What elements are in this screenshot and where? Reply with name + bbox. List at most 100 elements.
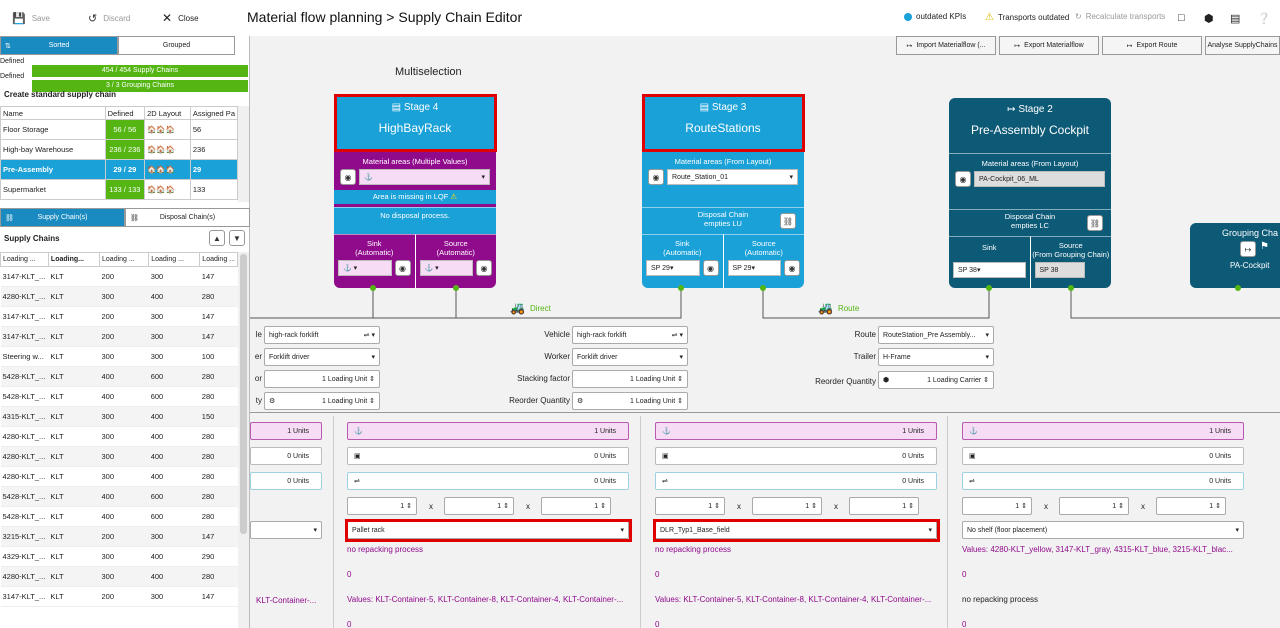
chain-icon[interactable]: ⛓	[1087, 215, 1103, 231]
transports-outdated-indicator[interactable]: ⚠Transports outdated	[985, 12, 1070, 23]
vehicle-select[interactable]: high-rack forklift⇌ ▾	[572, 326, 688, 344]
discard-button[interactable]: ↺Discard	[88, 12, 131, 25]
enter-icon[interactable]: ↦	[1240, 241, 1256, 257]
quantity-input[interactable]: 1 ⇕	[849, 497, 919, 515]
units-input[interactable]: ⚓1 Units	[347, 422, 629, 440]
units-input[interactable]: ⇌0 Units	[347, 472, 629, 490]
target-icon[interactable]: ◉	[784, 260, 800, 276]
source-select[interactable]: ⚓ ▾	[419, 260, 473, 276]
worker-select[interactable]: Forklift driver▾	[264, 348, 380, 366]
quantity-input[interactable]: 1 ⇕	[444, 497, 514, 515]
grouping-chain-card[interactable]: Grouping Cha ↦⚑ PA-Cockpit	[1190, 223, 1280, 288]
outdated-kpis-indicator[interactable]: outdated KPIs	[904, 12, 966, 21]
import-materialflow-button[interactable]: ↦Import Materialflow (...	[896, 36, 996, 55]
target-icon[interactable]: ◉	[648, 169, 664, 185]
units-input[interactable]: 0 Units	[250, 472, 322, 490]
recalculate-button[interactable]: ↻Recalculate transports	[1075, 12, 1166, 21]
transport-direct[interactable]: 🚜Direct	[510, 301, 551, 315]
sink-select[interactable]: SP 29▾	[646, 260, 700, 276]
units-input[interactable]: 0 Units	[250, 447, 322, 465]
export-materialflow-button[interactable]: ↦Export Materialflow	[999, 36, 1099, 55]
reorder-quantity-input[interactable]: ⚙1 Loading Unit ⇕	[264, 392, 380, 410]
quantity-input[interactable]: 1 ⇕	[347, 497, 417, 515]
shelf-select[interactable]: ▾	[250, 521, 322, 539]
frame-icon[interactable]: □	[1178, 12, 1185, 24]
quantity-input[interactable]: 1 ⇕	[1059, 497, 1129, 515]
quantity-input[interactable]: 1 ⇕	[752, 497, 822, 515]
quantity-input[interactable]: 1 ⇕	[1156, 497, 1226, 515]
scrollbar[interactable]	[238, 106, 249, 202]
reorder-quantity-input[interactable]: ⬢1 Loading Carrier ⇕	[878, 371, 994, 389]
trailer-select[interactable]: H-Frame▾	[878, 348, 994, 366]
units-input[interactable]: 1 Units	[250, 422, 322, 440]
target-icon[interactable]: ◉	[394, 260, 411, 276]
save-button[interactable]: 💾Save	[12, 12, 50, 25]
target-icon[interactable]: ◉	[476, 260, 492, 276]
quantity-input[interactable]: 1 ⇕	[541, 497, 611, 515]
chain-icon[interactable]: ⛓	[780, 213, 796, 229]
worker-select[interactable]: Forklift driver▾	[572, 348, 688, 366]
cube-icon[interactable]: ⬢	[1204, 13, 1214, 25]
analyse-supplychains-button[interactable]: Analyse SupplyChains	[1205, 36, 1280, 55]
tab-sorted[interactable]: ⇅Sorted	[0, 36, 118, 55]
tab-grouped[interactable]: Grouped	[118, 36, 235, 55]
shelf-select[interactable]: No shelf (floor placement)▾	[962, 521, 1244, 539]
quantity-input[interactable]: 1 ⇕	[962, 497, 1032, 515]
units-input[interactable]: ▣0 Units	[655, 447, 937, 465]
units-input[interactable]: ⚓1 Units	[655, 422, 937, 440]
stacking-factor-input[interactable]: 1 Loading Unit ⇕	[572, 370, 688, 388]
units-input[interactable]: ⇌0 Units	[962, 472, 1244, 490]
help-icon[interactable]: ❔	[1257, 13, 1271, 25]
material-area-select[interactable]: Route_Station_01▾	[667, 169, 798, 185]
transport-route[interactable]: 🚜Route	[818, 301, 860, 315]
down-arrow-button[interactable]: ▼	[229, 230, 245, 246]
close-button[interactable]: ✕Close	[162, 11, 199, 25]
units-input[interactable]: ▣0 Units	[962, 447, 1244, 465]
sink-select[interactable]: ⚓ ▾	[338, 260, 392, 276]
up-arrow-button[interactable]: ▲	[209, 230, 225, 246]
target-icon[interactable]: ◉	[955, 171, 971, 187]
target-icon[interactable]: ◉	[702, 260, 719, 276]
scrollbar[interactable]	[238, 252, 249, 628]
route-select[interactable]: RouteStation_Pre Assembly...▾	[878, 326, 994, 344]
target-icon[interactable]: ◉	[340, 169, 356, 185]
units-input[interactable]: ▣0 Units	[347, 447, 629, 465]
material-area-select[interactable]: ⚓▾	[359, 169, 490, 185]
units-input[interactable]: ⇌0 Units	[655, 472, 937, 490]
chart-icon[interactable]: ▤	[1230, 13, 1241, 25]
units-input[interactable]: ⚓1 Units	[962, 422, 1244, 440]
tab-disposal-chains[interactable]: ⛓Disposal Chain(s)	[125, 208, 250, 227]
vehicle-select[interactable]: high-rack forklift⇌ ▾	[264, 326, 380, 344]
export-route-button[interactable]: ↦Export Route	[1102, 36, 1202, 55]
tab-supply-chains[interactable]: ⛓Supply Chain(s)	[0, 208, 125, 227]
reorder-quantity-input[interactable]: ⚙1 Loading Unit ⇕	[572, 392, 688, 410]
stacking-factor-input[interactable]: 1 Loading Unit ⇕	[264, 370, 380, 388]
source-select[interactable]: SP 29▾	[727, 260, 781, 276]
sink-select[interactable]: SP 38 ▾	[953, 262, 1026, 278]
flow-canvas[interactable]: ↦Import Materialflow (... ↦Export Materi…	[250, 36, 1280, 628]
